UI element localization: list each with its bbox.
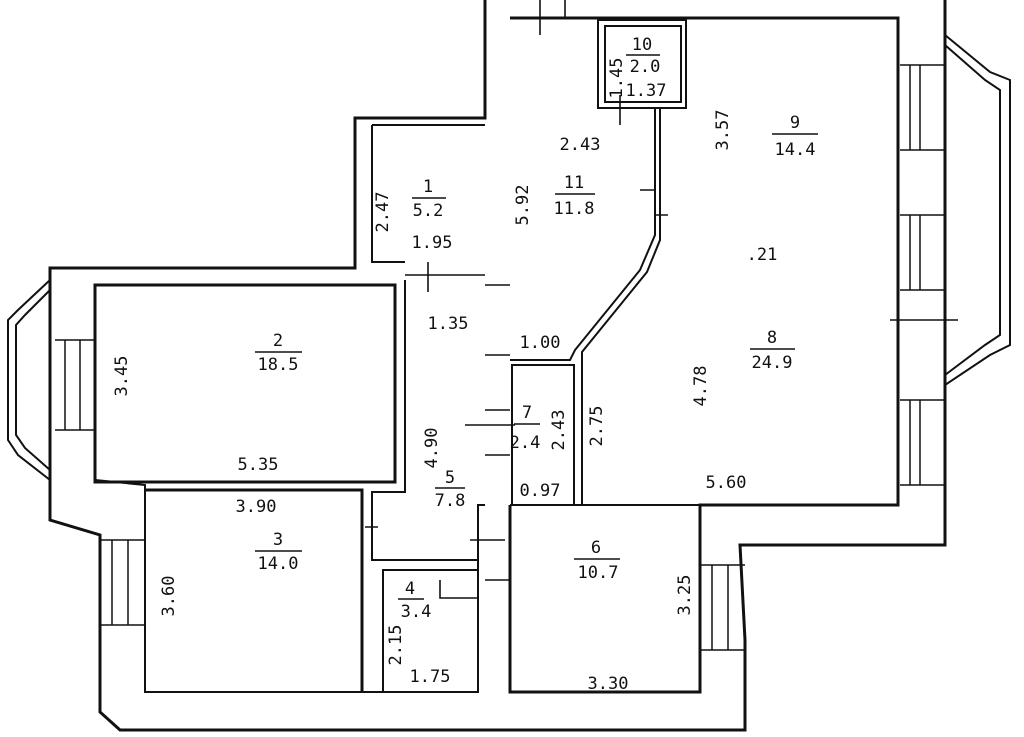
dimension: 1.00 [520,333,561,353]
room-area: 7.8 [435,491,466,511]
room-area: 3.4 [401,602,432,622]
room-area: 18.5 [258,355,299,375]
room-label-6: 6 10.7 [574,538,620,583]
room-area: 24.9 [752,353,793,373]
dimension: 4.78 [691,366,711,407]
dimension: 1.35 [428,314,469,334]
room-number: 7 [522,403,532,423]
bay-window-right [890,34,1011,486]
dimension: 5.92 [513,185,533,226]
room-label-1: 1 5.2 [412,177,446,221]
room-area: 2.0 [630,57,661,77]
dimension: 3.57 [713,110,733,151]
dimension: 2.43 [549,410,569,451]
room-3-walls [145,488,364,692]
room-number: 1 [423,177,433,197]
dimension: 2.75 [587,406,607,447]
room-number: 8 [767,328,777,348]
dimension: .21 [747,245,778,265]
room-number: 5 [445,468,455,488]
room-area: 14.0 [258,554,299,574]
dimension: 0.97 [520,481,561,501]
room-label-8: 8 24.9 [750,328,795,373]
dimension-labels: 2.47 1.95 3.45 5.35 1.35 4.90 3.90 3.60 … [112,58,777,694]
dimension: 3.45 [112,356,132,397]
dimension: 3.90 [236,497,277,517]
outer-walls [48,0,947,732]
room-number: 2 [273,331,283,351]
dimension: 2.47 [373,192,393,233]
partitions [510,108,700,506]
dimension: 3.60 [159,576,179,617]
room-number: 11 [564,173,584,193]
room-area: 14.4 [775,140,816,160]
room-number: 6 [591,538,601,558]
room-label-3: 3 14.0 [255,530,302,574]
room-2-walls [93,283,397,484]
dimension: 3.25 [675,575,695,616]
dimension: 5.35 [238,455,279,475]
dimension: 4.90 [422,428,442,469]
room-label-7: 7 2.4 [510,403,541,453]
room-area: 10.7 [578,563,619,583]
dimension: 5.60 [706,473,747,493]
room-label-5: 5 7.8 [435,468,466,511]
dimension: 2.15 [386,625,406,666]
room-number: 4 [405,579,415,599]
room-label-10: 10 2.0 [626,35,660,77]
dimension: 1.45 [607,58,627,99]
room-area: 2.4 [510,433,541,453]
room-area: 5.2 [413,201,444,221]
windows [100,0,745,651]
room-10-walls [597,19,687,109]
room-label-11: 11 11.8 [554,173,595,219]
room-area: 11.8 [554,199,595,219]
corridor-walls [365,280,505,693]
dimension: 1.37 [626,81,667,101]
room-label-9: 9 14.4 [772,113,818,160]
dimension: 1.95 [412,233,453,253]
room-label-2: 2 18.5 [255,331,302,375]
room-number: 9 [790,113,800,133]
dimension: 2.43 [560,135,601,155]
bay-window-left [7,279,95,481]
room-number: 10 [632,35,652,55]
room-number: 3 [273,530,283,550]
dimension: 1.75 [410,667,451,687]
room-labels: 1 5.2 2 18.5 3 14.0 4 3.4 5 7.8 6 10.7 [255,35,818,622]
dimension: 3.30 [588,674,629,694]
room-label-4: 4 3.4 [398,579,431,622]
